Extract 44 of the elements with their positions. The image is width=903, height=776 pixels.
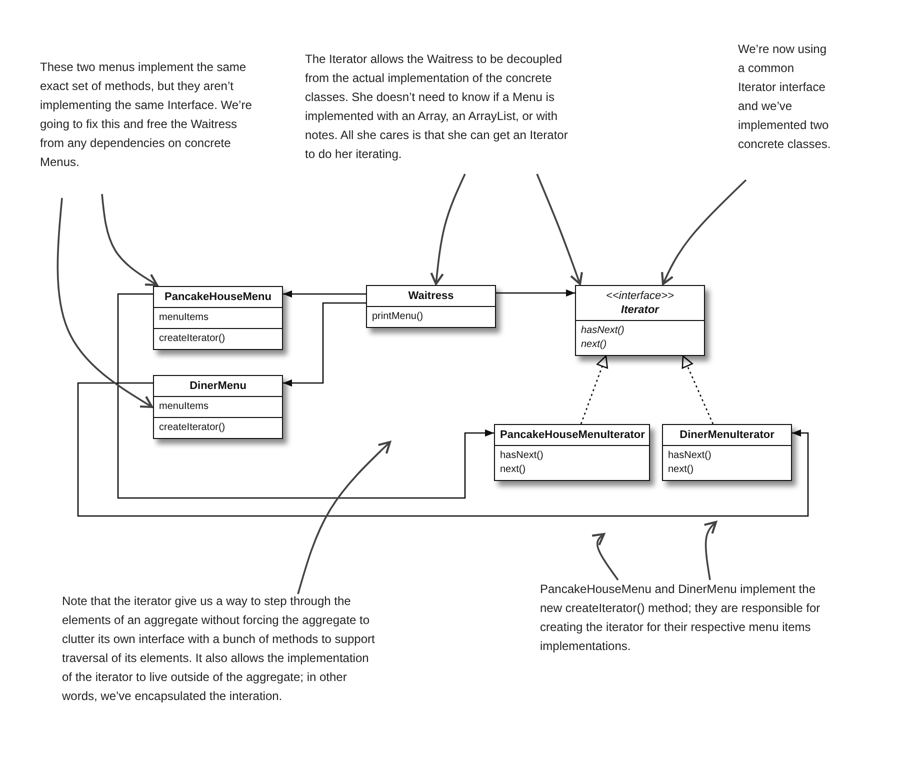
pointer-arrow [591,532,619,581]
pointer-arrow [661,179,747,286]
method-name: hasNext() [581,324,626,338]
annotation-note: These two menus implement the same exact set of methods, but they aren’t implementing the same Interface. We’re going to fix this and free the Waitress from any dependencies on concrete Menus. [40,58,262,172]
method-name: next() [500,463,527,477]
method-name: next() [581,338,608,352]
annotation-note: The Iterator allows the Waitress to be decoupled from the actual implementation of the concrete classes. She doesn’t need to know if a Menu is implemented with an Array, an ArrayList, or with notes. All she cares is that she can get an Iterator to do her iterating. [305,50,580,164]
class-box [575,285,705,356]
annotation-note: Note that the iterator give us a way to step through the elements of an aggregate without forcing the aggregate to clutter its own interface with a bunch of methods to support traversal of its elements. It also allows the implementation of the iterator to live outside of the aggregate; in other words, we’ve encapsulated the interation. [62,592,382,706]
class-box [662,424,792,481]
interface-name: Iterator [620,303,660,317]
pointer-arrow [536,174,583,286]
method-name: hasNext() [668,449,712,463]
attribute-name: menuItems [159,400,210,414]
association-arrow [283,302,366,387]
class-name: DinerMenu [188,379,248,393]
method-name: next() [668,463,695,477]
attribute-name: menuItems [159,311,210,325]
class-box [494,424,650,481]
method-name: printMenu() [372,310,424,324]
class-box [153,286,283,350]
class-name: Waitress [407,289,455,303]
class-name: DinerMenuIterator [678,428,776,442]
class-name: PancakeHouseMenuIterator [500,428,644,442]
class-box [153,375,283,439]
class-box [366,285,496,328]
annotation-note: We’re now using a common Iterator interface and we’ve implemented two concrete classes. [738,40,833,154]
annotation-note: PancakeHouseMenu and DinerMenu implement the new createIterator() method; they are responsible for creating the iterator for their respective menu items implementations. [540,580,840,656]
pointer-arrow [56,198,154,408]
stereotype-label: <<interface>> [605,289,675,303]
method-name: createIterator() [159,332,226,346]
method-name: hasNext() [500,449,544,463]
pointer-arrow [101,194,158,286]
class-name: PancakeHouseMenu [164,290,272,304]
association-arrow [77,382,809,517]
association-arrow [117,293,494,499]
method-name: createIterator() [159,421,226,435]
association-arrow [496,289,575,297]
association-arrow [283,290,366,298]
realization-arrow [682,355,714,424]
pointer-arrow [297,440,392,594]
pointer-arrow [430,174,466,286]
realization-arrow [580,355,608,424]
pointer-arrow [703,520,718,580]
